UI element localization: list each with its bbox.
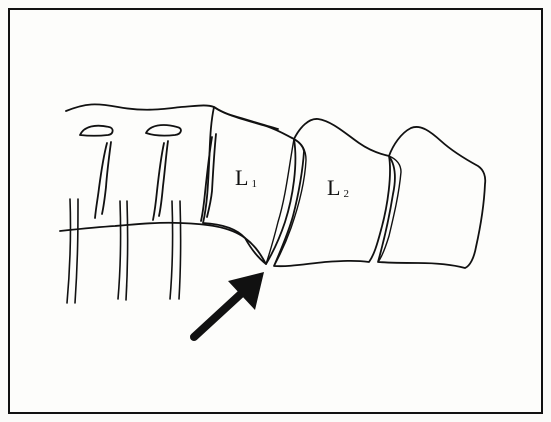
spinous-process-3 (201, 137, 212, 221)
vertical-line-5 (170, 201, 173, 299)
spinous-process-1 (95, 143, 107, 218)
facet-1-outline (80, 126, 113, 136)
vertical-line-4 (126, 201, 128, 300)
spinous-process-2 (153, 143, 164, 220)
posterior-elements (80, 125, 216, 221)
vertical-line-6 (179, 201, 181, 299)
vertical-line-1 (67, 199, 71, 303)
label-l2-subscript: 2 (343, 188, 350, 200)
label-l1-subscript: 1 (251, 178, 258, 190)
lower-spine-outline (60, 223, 266, 264)
label-l1-main: L (235, 165, 249, 190)
pointer-arrow (194, 272, 264, 337)
facet-2-outline (146, 125, 181, 136)
vertical-line-2 (75, 199, 78, 303)
arrow-shaft (194, 291, 244, 337)
label-l2-main: L (327, 175, 341, 200)
vertical-line-3 (118, 201, 121, 299)
spinous-process-2-inner (159, 141, 168, 216)
vertebra-l3-outline (378, 127, 485, 268)
vertical-lines (67, 199, 181, 303)
spinous-process-1-inner (102, 142, 111, 214)
